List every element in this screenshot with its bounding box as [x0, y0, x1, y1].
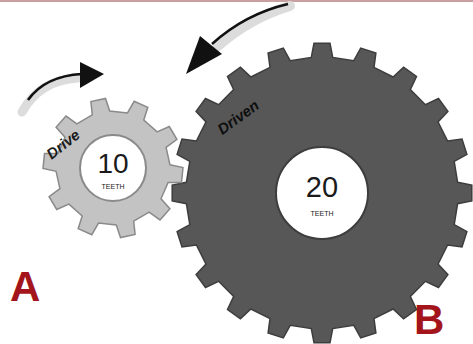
teeth-count: 10 [97, 150, 128, 178]
gear: Drive10TEETH [41, 96, 185, 240]
top-rule [0, 0, 473, 2]
teeth-caption: TEETH [102, 183, 125, 190]
gear-body [172, 43, 472, 343]
callout-letter: A [10, 266, 40, 308]
gear-hub [276, 147, 368, 239]
gear-body [43, 98, 183, 237]
teeth-count: 20 [306, 173, 338, 202]
arrow-shadow [218, 6, 290, 46]
callout-letter: B [414, 299, 444, 341]
rotation-arrow [28, 74, 82, 100]
gear-hub [80, 135, 146, 201]
teeth-caption: TEETH [311, 210, 334, 217]
arrow-head [80, 62, 104, 88]
rotation-arrow [212, 4, 288, 44]
arrow-head [186, 36, 222, 74]
